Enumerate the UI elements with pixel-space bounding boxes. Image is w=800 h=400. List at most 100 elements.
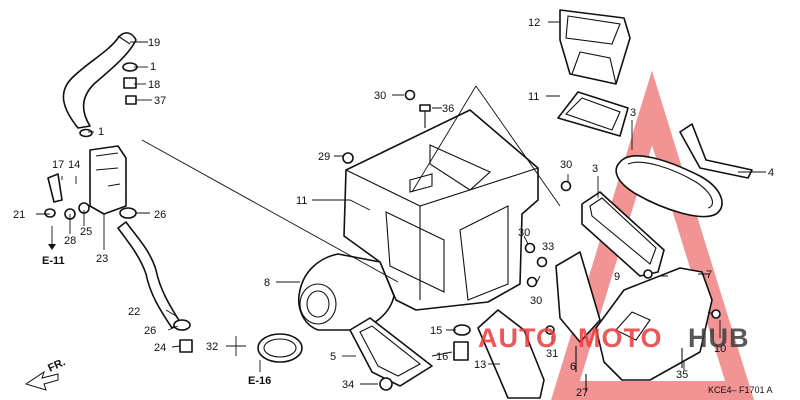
callout-label: 26 <box>154 209 166 221</box>
bolt-30-b <box>560 180 572 192</box>
callout-label: 30 <box>374 90 386 102</box>
callout-label: 31 <box>546 348 558 360</box>
element-ring-6 <box>555 251 601 343</box>
drain-plug-17 <box>453 341 469 361</box>
callout-label: 9 <box>614 271 620 283</box>
callout-label: 18 <box>148 79 160 91</box>
e11-arrowhead <box>48 244 56 250</box>
callout-label: 11 <box>528 91 539 103</box>
air-cleaner-cover-7 <box>595 267 713 381</box>
element-holder-3 <box>581 191 665 277</box>
bolt-31 <box>545 325 555 335</box>
callout-labels: 19 1 18 37 1 17 14 21 28 25 23 26 22 26 … <box>13 17 774 399</box>
callout-label: 13 <box>474 359 486 371</box>
drain-plug-19 <box>47 173 63 203</box>
connecting-tube <box>298 253 395 331</box>
callout-label: 30 <box>530 295 542 307</box>
callout-label: 27 <box>576 387 588 399</box>
callout-label: 33 <box>542 241 554 253</box>
clip-16 <box>453 324 471 336</box>
callout-label: 29 <box>318 151 330 163</box>
duct-detail <box>565 15 621 85</box>
gasket-5 <box>349 317 433 387</box>
callout-label: 30 <box>560 159 572 171</box>
grid-inner <box>564 97 621 131</box>
callout-label: 36 <box>442 103 454 115</box>
bolt-9 <box>643 269 653 279</box>
callout-label: 8 <box>264 277 270 289</box>
bolt-10 <box>711 309 721 319</box>
case-tab <box>409 173 433 193</box>
element-grid-12 <box>557 91 629 137</box>
band-inner <box>263 338 297 358</box>
callout-label: 17 <box>52 159 64 171</box>
bolt-24 <box>44 208 56 218</box>
callout-label: 3 <box>592 163 598 175</box>
bolt-29 <box>342 152 354 164</box>
gasket-inner <box>359 325 421 377</box>
diagram-code: KCE4– F1701 A <box>708 385 773 395</box>
holder-bar-4 <box>679 123 753 179</box>
front-direction-label: FR. <box>46 356 67 374</box>
callout-label: 10 <box>714 343 726 355</box>
screw-35 <box>419 104 431 112</box>
watermark-triangle <box>551 70 754 400</box>
clip-1-lower <box>79 128 93 138</box>
callout-label: 14 <box>68 159 80 171</box>
callout-label: 23 <box>96 253 108 265</box>
clamp-26-lower <box>173 319 191 331</box>
callout-label: 4 <box>768 167 774 179</box>
bolt-32 <box>379 377 393 391</box>
callout-label: 16 <box>436 351 448 363</box>
side-cover-14 <box>477 309 545 399</box>
e16-reference: E-16 <box>248 375 271 387</box>
callout-label: 37 <box>154 95 166 107</box>
drain-tank <box>89 145 127 215</box>
hose-end-clamp <box>117 35 131 45</box>
callout-label: 35 <box>676 369 688 381</box>
callout-label: 1 <box>98 126 104 138</box>
plug-37 <box>125 95 137 105</box>
e11-reference: E-11 <box>42 255 65 267</box>
callout-label: 1 <box>150 61 156 73</box>
reference-marks: E-11 E-16 FR. <box>24 226 271 391</box>
callout-label: 15 <box>430 325 442 337</box>
element-ridge <box>627 161 714 209</box>
nut-36 <box>536 256 548 268</box>
bolt-30-d <box>526 276 538 288</box>
callout-label: 21 <box>13 209 25 221</box>
watermark-text-hub: HUB <box>688 323 750 353</box>
plug-22 <box>179 339 193 353</box>
callout-label: 34 <box>342 379 354 391</box>
watermark-text-auto: AUTO <box>478 323 558 353</box>
callout-label: 24 <box>154 342 166 354</box>
callout-label: 12 <box>528 17 540 29</box>
bolt-30-c <box>524 242 536 254</box>
callout-label: 26 <box>144 325 156 337</box>
callout-label: 11 <box>296 195 307 207</box>
bolt-30-a <box>404 89 416 101</box>
callout-label: 25 <box>80 226 92 238</box>
breather-hose <box>62 32 137 129</box>
tube-opening <box>299 283 337 325</box>
callout-label: 19 <box>148 37 160 49</box>
holder-grid <box>589 197 657 265</box>
air-element-2 <box>615 155 723 218</box>
band-34 <box>257 333 303 363</box>
callout-label: 3 <box>630 107 636 119</box>
clamp-26-upper <box>119 207 137 219</box>
leader-lines <box>36 21 766 390</box>
watermark-logo: AUTO MOTO HUB <box>478 323 750 353</box>
watermark-text-moto: MOTO <box>578 323 663 353</box>
case-detail <box>345 144 539 301</box>
fitting-18 <box>123 77 137 89</box>
callout-label: 7 <box>706 269 712 281</box>
callout-label: 6 <box>570 361 576 373</box>
front-arrow-icon <box>24 370 59 391</box>
callout-label: 32 <box>206 341 218 353</box>
callout-label: 5 <box>330 351 336 363</box>
callout-label: 30 <box>518 227 530 239</box>
callout-label: 22 <box>128 306 140 318</box>
